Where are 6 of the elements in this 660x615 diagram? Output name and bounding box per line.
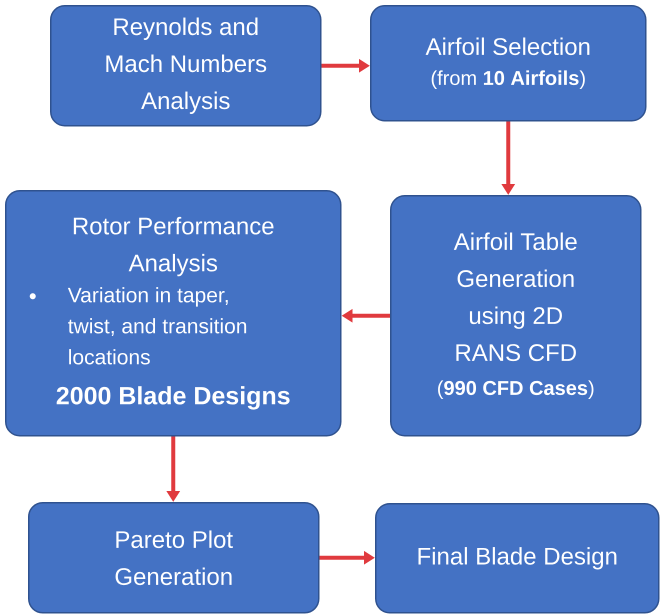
- process-box: Pareto Plot Generation: [28, 502, 320, 614]
- process-box: Airfoil Table Generation using 2D RANS CFD (990 CFD Cases): [390, 195, 642, 436]
- process-box: Final Blade Design: [375, 503, 660, 614]
- process-box: Airfoil Selection (from 10 Airfoils): [370, 5, 647, 122]
- process-box: Reynolds and Mach Numbers Analysis: [50, 5, 322, 126]
- process-box: Rotor Performance Analysis Variation in taper, twist, and transition locations 2000 Blade Designs: [5, 190, 342, 436]
